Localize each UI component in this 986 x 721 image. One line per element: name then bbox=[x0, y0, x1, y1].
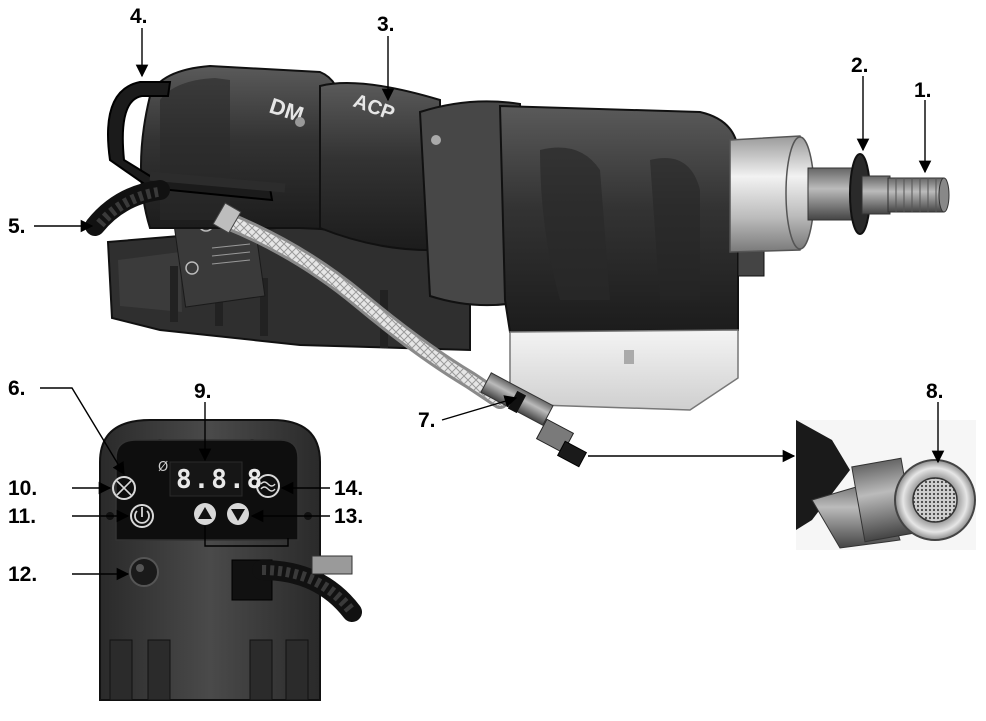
led-display bbox=[169, 461, 243, 497]
down-button[interactable] bbox=[227, 503, 249, 525]
callout-13: 13. bbox=[334, 505, 364, 528]
water-button[interactable] bbox=[256, 474, 280, 498]
core-drill-motor: DM ACP bbox=[85, 64, 950, 411]
leader-lines bbox=[34, 28, 945, 581]
callout-12: 12. bbox=[8, 563, 38, 586]
coupling-mesh bbox=[912, 477, 958, 523]
callout-2: 2. bbox=[851, 54, 869, 77]
callout-7: 7. bbox=[418, 409, 436, 432]
up-button[interactable] bbox=[194, 503, 216, 525]
unit-cable bbox=[231, 555, 362, 622]
cable-strain-relief bbox=[85, 180, 170, 236]
spindle-thread bbox=[887, 177, 950, 213]
callout-10: 10. bbox=[8, 477, 38, 500]
water-icon bbox=[260, 481, 276, 492]
callout-6: 6. bbox=[8, 377, 26, 400]
callout-4: 4. bbox=[130, 5, 148, 28]
mode-icon bbox=[116, 480, 132, 496]
control-unit bbox=[99, 419, 362, 701]
down-arrow-icon bbox=[231, 509, 245, 521]
water-hose bbox=[212, 202, 509, 409]
indicator-lamp bbox=[129, 557, 159, 587]
mode-button[interactable] bbox=[112, 476, 136, 500]
power-button[interactable] bbox=[130, 504, 154, 528]
coupling-detail bbox=[796, 420, 976, 550]
callout-11: 11. bbox=[8, 505, 37, 528]
callout-8: 8. bbox=[926, 380, 944, 403]
diameter-symbol: Ø bbox=[158, 460, 169, 475]
callout-9: 9. bbox=[194, 380, 212, 403]
display-readout: 8.8.8 bbox=[176, 465, 265, 495]
carriage-base bbox=[509, 329, 739, 411]
callout-5: 5. bbox=[8, 215, 26, 238]
up-arrow-icon bbox=[198, 507, 212, 519]
callout-1: 1. bbox=[914, 79, 932, 102]
callout-3: 3. bbox=[377, 13, 395, 36]
callout-14: 14. bbox=[334, 477, 364, 500]
power-icon bbox=[134, 507, 150, 524]
gearbox-body bbox=[498, 104, 739, 334]
